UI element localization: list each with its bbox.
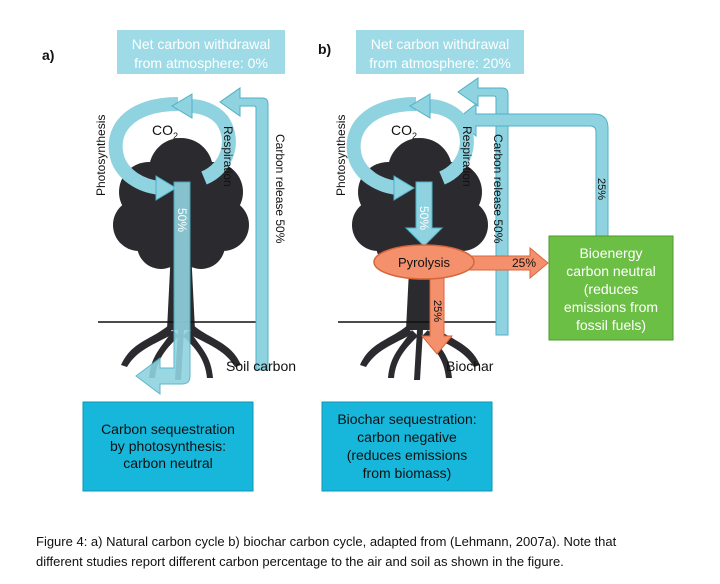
pyrolysis-to-biochar-arrow bbox=[420, 271, 454, 355]
withdrawal-box-b bbox=[356, 30, 524, 74]
withdrawal-text-b-2: from atmosphere: 20% bbox=[369, 55, 511, 71]
respiration-label-b: Respiration bbox=[460, 126, 474, 187]
photosynthesis-arrow-a bbox=[108, 97, 179, 195]
carbon-release-label-b: Carbon release 50% bbox=[491, 134, 505, 244]
carbon-release-label-a: Carbon release 50% bbox=[273, 134, 287, 244]
sequestration-text-a-3: carbon neutral bbox=[123, 455, 213, 471]
bioenergy-text-5: fossil fuels) bbox=[576, 317, 646, 333]
bioenergy-text-1: Bioenergy bbox=[579, 245, 642, 261]
withdrawal-box-a bbox=[117, 30, 285, 74]
photosynthesis-label-b: Photosynthesis bbox=[334, 115, 348, 196]
caption-line-2: different studies report different carbo… bbox=[36, 554, 564, 569]
figure-caption: Figure 4: a) Natural carbon cycle b) bio… bbox=[36, 532, 706, 572]
panel-b: b) Net carbon withdrawal from atmosphere… bbox=[318, 30, 674, 492]
panel-a: a) Net carbon withdrawal from atmosphere… bbox=[42, 30, 296, 492]
photosynthesis-arrow-b bbox=[346, 97, 417, 195]
tree-flow-label-b: 50% bbox=[417, 206, 431, 230]
co2-label-b: CO2 bbox=[391, 122, 417, 141]
panel-b-label: b) bbox=[318, 41, 331, 57]
pyrolysis-to-bioenergy-arrow bbox=[469, 246, 549, 280]
withdrawal-text-a-2: from atmosphere: 0% bbox=[134, 55, 268, 71]
tree-flow-arrow-b bbox=[404, 181, 444, 247]
bioenergy-return-label: 25% bbox=[595, 178, 607, 200]
sequestration-text-a-1: Carbon sequestration bbox=[101, 421, 235, 437]
pyrolysis-to-biochar-label: 25% bbox=[431, 300, 443, 322]
co2-label-a: CO2 bbox=[152, 122, 178, 141]
sequestration-box-b bbox=[321, 401, 493, 492]
pyrolysis-node bbox=[373, 244, 475, 280]
withdrawal-text-b-1: Net carbon withdrawal bbox=[371, 36, 510, 52]
sequestration-box-a bbox=[82, 401, 254, 492]
bioenergy-text-3: (reduces bbox=[584, 281, 638, 297]
sequestration-text-b-2: carbon negative bbox=[357, 429, 457, 445]
soil-carbon-label: Soil carbon bbox=[226, 358, 296, 374]
sequestration-text-b-1: Biochar sequestration: bbox=[337, 411, 476, 427]
tree-flow-arrow-a bbox=[135, 181, 191, 395]
respiration-label-a: Respiration bbox=[221, 126, 235, 187]
sequestration-text-b-4: from biomass) bbox=[363, 465, 452, 481]
bioenergy-box bbox=[548, 235, 674, 341]
sequestration-text-a-2: by photosynthesis: bbox=[110, 438, 226, 454]
sequestration-text-b-3: (reduces emissions bbox=[347, 447, 468, 463]
panel-a-label: a) bbox=[42, 47, 54, 63]
pyrolysis-to-bioenergy-label: 25% bbox=[512, 256, 536, 270]
bioenergy-text-4: emissions from bbox=[564, 299, 658, 315]
photosynthesis-label-a: Photosynthesis bbox=[94, 115, 108, 196]
respiration-arrow-a bbox=[189, 99, 236, 185]
caption-line-1: Figure 4: a) Natural carbon cycle b) bio… bbox=[36, 534, 617, 549]
carbon-release-arrow-b bbox=[457, 77, 509, 336]
carbon-release-arrow-a bbox=[219, 87, 269, 371]
biochar-label: Biochar bbox=[446, 358, 494, 374]
pyrolysis-label: Pyrolysis bbox=[398, 255, 451, 270]
bioenergy-text-2: carbon neutral bbox=[566, 263, 656, 279]
respiration-arrow-b bbox=[427, 99, 474, 185]
withdrawal-text-a-1: Net carbon withdrawal bbox=[132, 36, 271, 52]
tree-flow-label-a: 50% bbox=[175, 208, 189, 232]
